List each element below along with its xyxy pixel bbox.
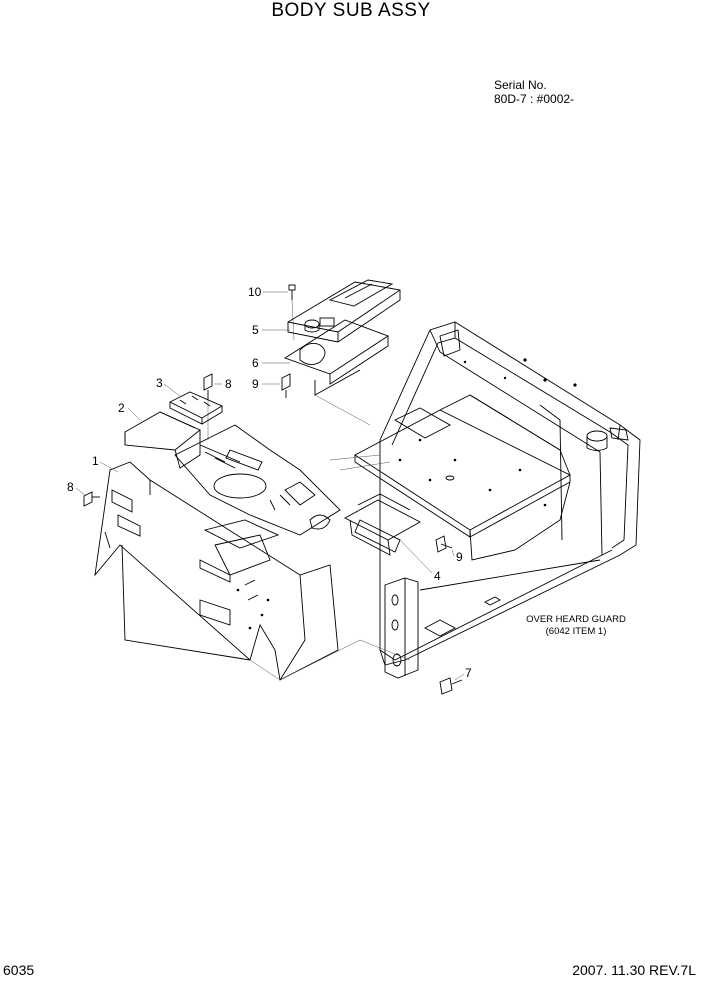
callout-8-upper: 8 <box>225 377 232 391</box>
part-9-bolt-upper <box>281 373 291 398</box>
callout-1: 1 <box>92 454 99 468</box>
callout-4: 4 <box>434 569 441 583</box>
callout-9-upper: 9 <box>252 377 259 391</box>
serial-label: Serial No. <box>494 78 547 92</box>
part-9-bolt-right <box>435 535 453 553</box>
callout-9-right: 9 <box>456 550 463 564</box>
callout-10: 10 <box>248 285 262 299</box>
part-8-bolt-left <box>83 491 100 507</box>
part-1-front-panel <box>94 461 411 681</box>
callout-7: 7 <box>465 666 472 680</box>
part-4-cover <box>344 493 421 556</box>
serial-value: 80D-7 : #0002- <box>494 92 575 106</box>
part-10-screw <box>288 284 296 341</box>
leader-lines <box>75 291 465 681</box>
part-5-console <box>287 279 401 343</box>
part-7-bolt <box>439 677 463 695</box>
overhead-guard-note: OVER HEARD GUARD (6042 ITEM 1) <box>522 614 630 638</box>
part-2-panel <box>124 411 201 469</box>
serial-info: Serial No. 80D-7 : #0002- <box>494 78 574 106</box>
callout-3: 3 <box>156 376 163 390</box>
note-line-1: OVER HEARD GUARD <box>526 614 626 625</box>
callout-5: 5 <box>252 323 259 337</box>
dash-body <box>174 424 341 583</box>
overhead-guard-frame <box>329 321 641 679</box>
revision-date: 2007. 11.30 REV.7L <box>572 962 696 978</box>
callout-8-left: 8 <box>67 480 74 494</box>
part-8-bolt-upper <box>203 373 213 440</box>
page-number: 6035 <box>3 962 35 978</box>
note-line-2: (6042 ITEM 1) <box>545 626 607 637</box>
page-title: BODY SUB ASSY <box>271 0 431 21</box>
callout-2: 2 <box>118 401 125 415</box>
part-3-pad <box>168 391 223 425</box>
part-6-bracket <box>283 319 389 426</box>
callout-6: 6 <box>252 356 259 370</box>
